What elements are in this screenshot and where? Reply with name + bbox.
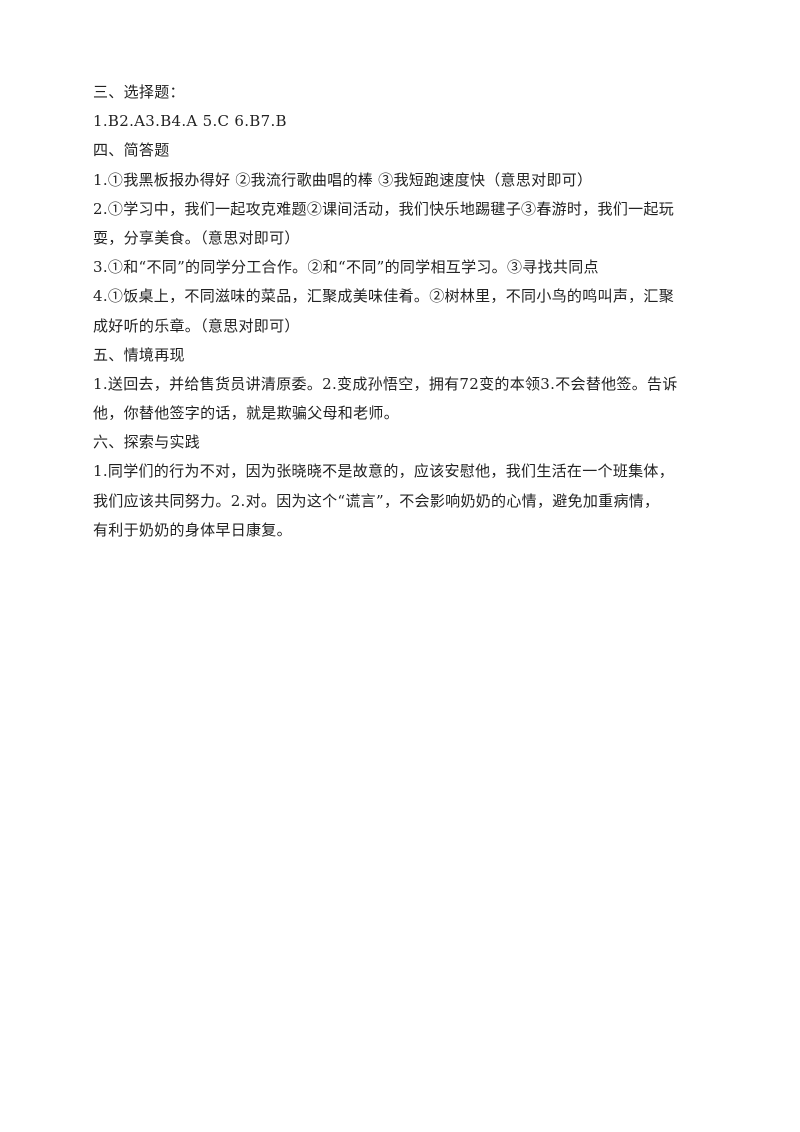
choice-answers: 1.B2.A3.B4.A 5.C 6.B7.B (93, 112, 287, 131)
short-answer-4-line-2: 成好听的乐章。（意思对即可） (93, 316, 300, 335)
section-heading-scenario: 五、情境再现 (93, 345, 185, 364)
section-heading-short-answer: 四、简答题 (93, 141, 170, 160)
short-answer-1: 1.①我黑板报办得好 ②我流行歌曲唱的棒 ③我短跑速度快（意思对即可） (93, 170, 593, 189)
short-answer-2-line-2: 耍，分享美食。（意思对即可） (93, 228, 300, 247)
short-answer-2-line-1: 2.①学习中，我们一起攻克难题②课间活动，我们快乐地踢毽子③春游时，我们一起玩 (93, 199, 675, 218)
practice-answer-line-3: 有利于奶奶的身体早日康复。 (93, 520, 292, 539)
scenario-answer-line-1: 1.送回去，并给售货员讲清原委。2.变成孙悟空，拥有72变的本领3.不会替他签。… (93, 374, 678, 393)
section-heading-practice: 六、探索与实践 (93, 433, 201, 452)
short-answer-4-line-1: 4.①饭桌上，不同滋味的菜品，汇聚成美味佳肴。②树林里，不同小鸟的鸣叫声，汇聚 (93, 287, 675, 306)
short-answer-3: 3.①和“不同”的同学分工合作。②和“不同”的同学相互学习。③寻找共同点 (93, 258, 599, 277)
practice-answer-line-2: 我们应该共同努力。2.对。因为这个“谎言”，不会影响奶奶的心情，避免加重病情， (93, 491, 660, 510)
practice-answer-line-1: 1.同学们的行为不对，因为张晓晓不是故意的，应该安慰他，我们生活在一个班集体， (93, 462, 675, 481)
scenario-answer-line-2: 他，你替他签字的话，就是欺骗父母和老师。 (93, 404, 400, 423)
section-heading-choice: 三、选择题： (93, 83, 185, 101)
answer-key-text: 三、选择题： 1.B2.A3.B4.A 5.C 6.B7.B 四、简答题 1.①… (93, 78, 713, 545)
